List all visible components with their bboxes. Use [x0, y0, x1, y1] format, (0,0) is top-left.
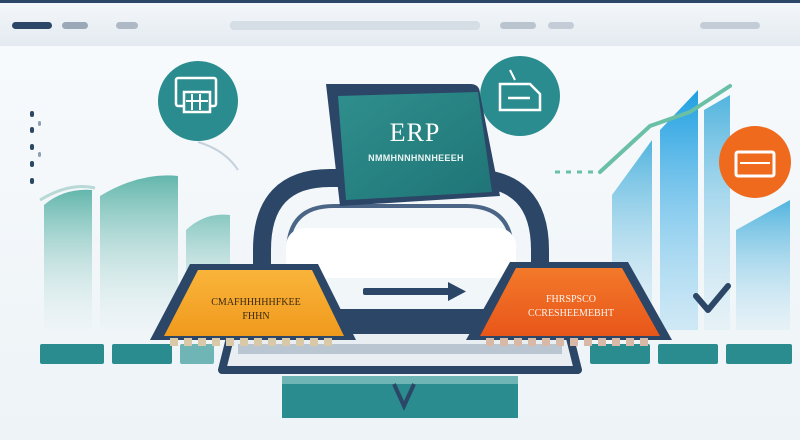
browser-toolbar	[0, 0, 800, 46]
document-table-icon[interactable]	[158, 61, 239, 171]
toolbar-pill-gray	[62, 22, 88, 29]
erp-subtitle: NMMHNNHNNHEEEH	[368, 153, 464, 163]
toolbar-pill-right-c	[700, 22, 760, 29]
box-icon[interactable]	[480, 56, 560, 136]
address-bar[interactable]	[230, 21, 480, 30]
toolbar-pill-light	[116, 22, 138, 29]
source-system-block[interactable]	[150, 264, 356, 346]
window-icon[interactable]	[719, 126, 791, 198]
check-icon	[693, 283, 731, 313]
toolbar-pill-right-a	[500, 22, 536, 29]
bottom-bars-right	[590, 344, 792, 364]
target-label-line2: CCRESHEEMEBHT	[527, 308, 615, 319]
bottom-bars-left	[40, 344, 214, 364]
toolbar-pill-right-b	[548, 22, 574, 29]
toolbar-pill-dark	[12, 22, 52, 29]
erp-card[interactable]	[326, 84, 500, 206]
target-label-line1: FHRSPSCO	[545, 294, 597, 305]
arrow-right-icon	[363, 282, 466, 301]
target-system-block[interactable]	[466, 262, 672, 346]
right-bar-chart	[555, 84, 790, 330]
left-dot-guide	[30, 111, 41, 184]
source-label-line2: FHHN	[242, 311, 270, 322]
erp-title: ERP	[389, 118, 441, 147]
source-label-line1: CMAFHHHHHFKEE	[211, 297, 301, 308]
